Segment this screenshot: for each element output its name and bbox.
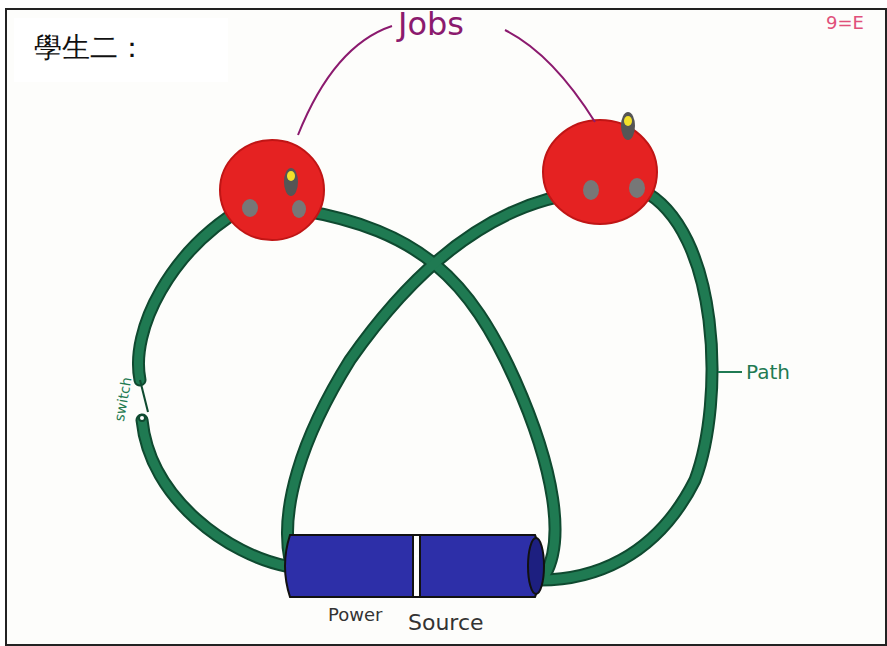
path-label: Path: [746, 362, 790, 382]
path-leader: [718, 371, 742, 373]
jobs-callout: Jobs: [398, 8, 464, 40]
title-box: [14, 18, 228, 82]
frame-border: [6, 9, 886, 645]
source-label: Source: [408, 612, 484, 634]
switch-symbol: [139, 380, 148, 421]
student-title: 學生二：: [34, 34, 146, 62]
wire-cross-b: [288, 192, 589, 560]
jobs-leaders: [298, 26, 595, 135]
power-label: Power: [328, 606, 382, 624]
note-mark: 9=E: [826, 14, 864, 32]
bulb-left: [220, 140, 324, 240]
wire-left: [138, 206, 286, 566]
wire-right: [540, 190, 712, 580]
bulb-right: [543, 112, 657, 224]
wire-group: [138, 190, 712, 580]
battery-symbol: [285, 535, 544, 597]
